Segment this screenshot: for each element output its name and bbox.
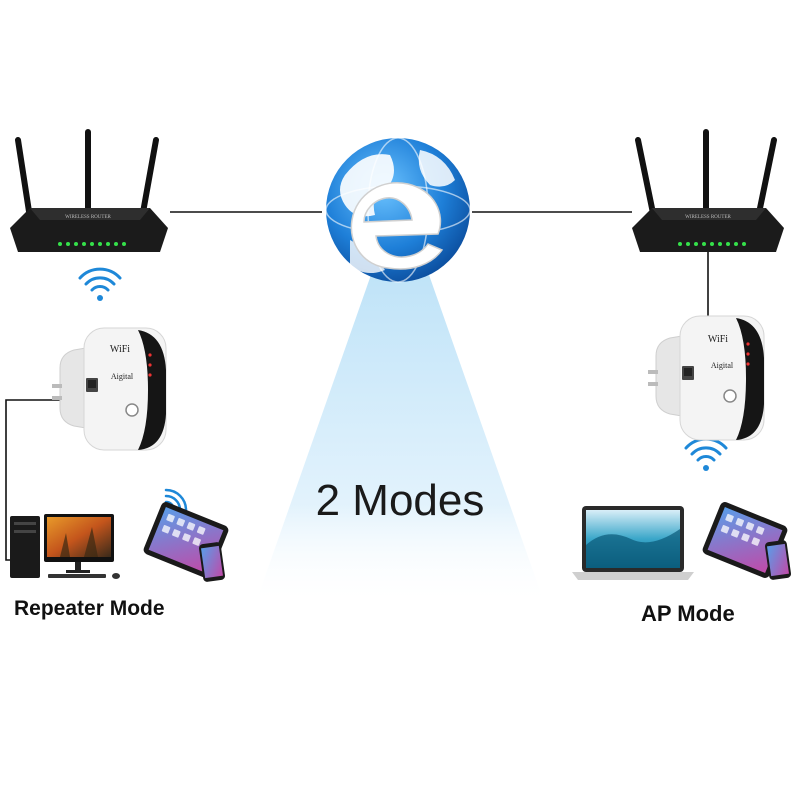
diagram-title: 2 Modes xyxy=(315,476,485,525)
extender-brand-text: Aigital xyxy=(111,372,134,381)
extender-icon: WiFi Aigital xyxy=(648,315,765,441)
desktop-pc-icon xyxy=(10,514,120,579)
extender-brand-text: Aigital xyxy=(711,361,734,370)
wifi-signal-icon xyxy=(684,437,728,471)
signal-beam xyxy=(255,272,545,605)
extender-wifi-text: WiFi xyxy=(708,334,728,345)
wifi-signal-icon xyxy=(78,267,122,301)
laptop-icon xyxy=(572,506,694,580)
tablet-phone-icon xyxy=(143,502,229,582)
extender-wifi-text: WiFi xyxy=(110,344,130,355)
router-icon: WIRELESS ROUTER xyxy=(632,129,784,252)
tablet-phone-icon xyxy=(702,502,792,580)
router-label: WIRELESS ROUTER xyxy=(685,215,731,220)
ap-mode-label: AP Mode xyxy=(641,601,735,626)
router-icon: WIRELESS ROUTER xyxy=(10,129,168,252)
globe-e-icon xyxy=(325,137,471,283)
extender-icon: WiFi Aigital xyxy=(52,327,167,451)
router-label: WIRELESS ROUTER xyxy=(65,215,111,220)
repeater-mode-label: Repeater Mode xyxy=(14,597,165,620)
